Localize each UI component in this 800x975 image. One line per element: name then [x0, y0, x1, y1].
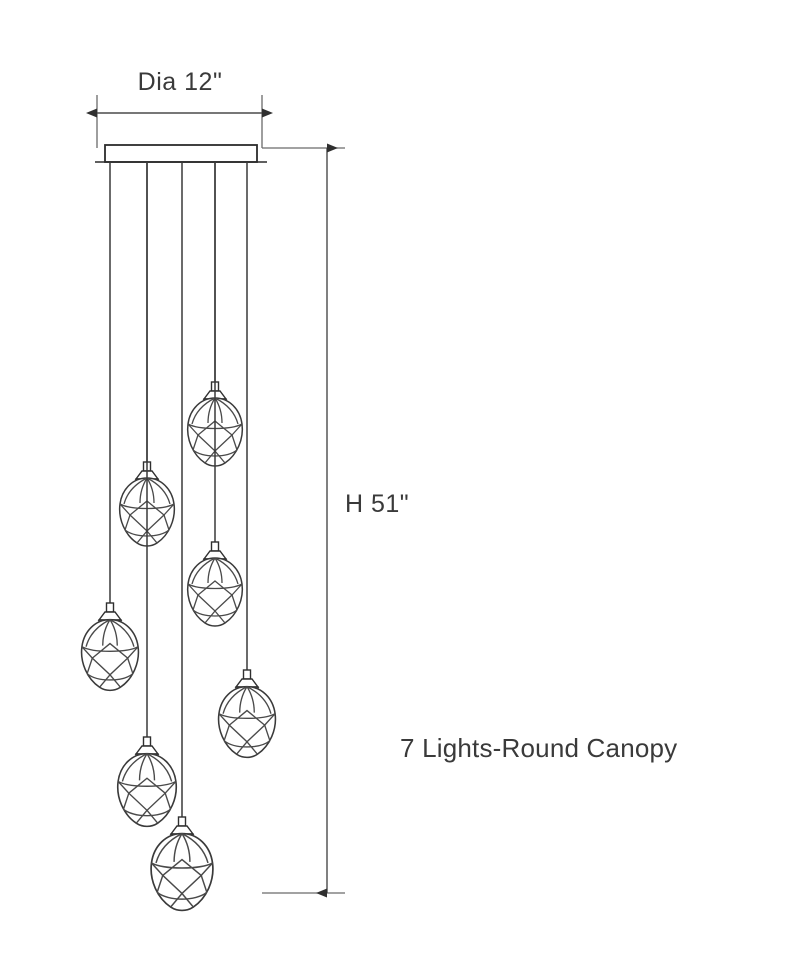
pendant-5-globe — [217, 685, 277, 759]
height-dimension-group: H 51" — [262, 143, 409, 898]
pendant-4 — [80, 162, 140, 692]
pendant-3-globe — [186, 557, 244, 627]
pendant-5 — [217, 162, 277, 759]
round-canopy-plate — [104, 144, 258, 163]
diameter-dimension-group: Dia 12" — [86, 68, 273, 148]
canopy-assembly — [95, 144, 267, 163]
diameter-label: Dia 12" — [138, 68, 223, 96]
pendant-6 — [116, 162, 178, 828]
pendant-3 — [186, 162, 244, 627]
pendant-cluster — [80, 162, 277, 912]
pendant-7-globe — [150, 832, 214, 912]
pendant-6-globe — [116, 752, 178, 828]
pendant-4-globe — [80, 618, 140, 692]
pendant-7 — [150, 162, 214, 912]
height-label: H 51" — [345, 490, 409, 518]
product-caption: 7 Lights-Round Canopy — [400, 733, 677, 763]
